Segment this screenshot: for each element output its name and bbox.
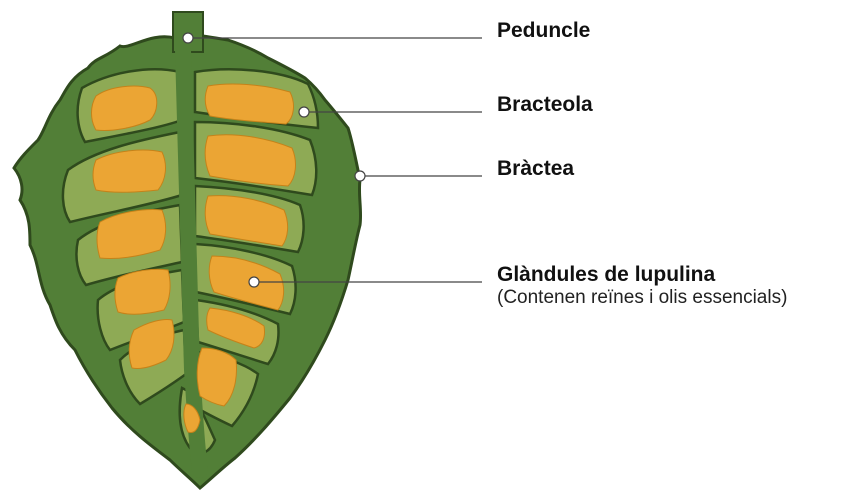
- leader-dot-bract: [354, 170, 366, 182]
- lupulin-gland: [204, 195, 289, 247]
- label-peduncle: Peduncle: [497, 19, 590, 43]
- lupulin-gland: [128, 319, 175, 369]
- label-bracteole: Bracteola: [497, 93, 593, 117]
- lupulin-gland: [92, 149, 166, 193]
- lupulin-gland: [183, 403, 201, 433]
- bracteole-label: Bracteola: [497, 93, 593, 116]
- leader-dot-lupulin: [248, 276, 260, 288]
- bract-label: Bràctea: [497, 157, 575, 180]
- leader-lines: [182, 32, 482, 288]
- lupulin-gland: [96, 209, 167, 259]
- lupulin-glands: [91, 83, 296, 433]
- lupulin-gland: [204, 83, 294, 125]
- lupulin-gland: [204, 134, 296, 187]
- leader-dot-bracteole: [298, 106, 310, 118]
- lupulin-gland: [206, 307, 265, 349]
- label-bract: Bràctea: [497, 157, 574, 181]
- lupulin-gland: [196, 347, 237, 407]
- lupulin-gland: [114, 268, 171, 315]
- lupulin-gland: [91, 85, 158, 131]
- leader-dot-peduncle: [182, 32, 194, 44]
- lupulin-gland: [208, 255, 285, 311]
- label-lupulin-glands: Glàndules de lupulina (Contenen reïnes i…: [497, 263, 787, 309]
- peduncle-label: Peduncle: [497, 19, 591, 42]
- lupulin-glands-description: (Contenen reïnes i olis essencials): [497, 287, 788, 308]
- lupulin-glands-label: Glàndules de lupulina: [497, 263, 716, 286]
- rachis: [175, 42, 208, 478]
